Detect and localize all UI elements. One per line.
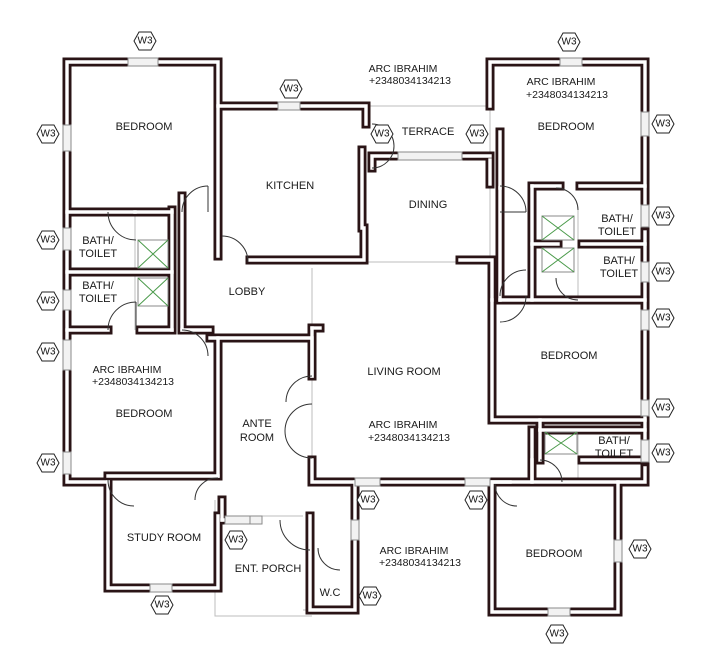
window-tag: W3	[651, 206, 675, 226]
room-bath-e2-line2: TOILET	[600, 268, 639, 280]
room-lobby: LOBBY	[229, 286, 266, 298]
room-terrace: TERRACE	[402, 126, 455, 138]
window-tag: W3	[628, 539, 652, 559]
room-wc: W.C	[320, 587, 341, 599]
svg-text:W3: W3	[656, 448, 671, 459]
note-ne-phone: +2348034134213	[526, 89, 608, 101]
note-west-phone: +2348034134213	[92, 376, 174, 388]
note-top-phone: +2348034134213	[369, 75, 451, 87]
room-dining: DINING	[409, 199, 448, 211]
svg-text:W3: W3	[284, 84, 299, 95]
note-south-name: ARC IBRAHIM	[380, 545, 449, 557]
window-tag: W3	[358, 586, 382, 606]
svg-text:W3: W3	[41, 129, 56, 140]
note-living-phone: +2348034134213	[368, 432, 450, 444]
room-bath-w1-line1: BATH/	[82, 235, 115, 247]
room-bath-w2-line1: BATH/	[82, 280, 115, 292]
window-tag: W3	[651, 398, 675, 418]
svg-text:W3: W3	[41, 458, 56, 469]
window-tag: W3	[36, 453, 60, 473]
svg-text:W3: W3	[41, 296, 56, 307]
svg-text:W3: W3	[656, 267, 671, 278]
window-tag: W3	[557, 32, 581, 52]
note-top-name: ARC IBRAHIM	[369, 63, 438, 75]
window-tag: W3	[36, 342, 60, 362]
svg-text:W3: W3	[229, 535, 244, 546]
window-tag: W3	[36, 291, 60, 311]
svg-text:W3: W3	[470, 129, 485, 140]
window-tags: W3 W3 W3 W3 W3 W3 W3 W3 W3 W3 W3 W3 W3 W…	[36, 31, 675, 644]
window-tag: W3	[465, 124, 489, 144]
note-south-phone: +2348034134213	[379, 557, 461, 569]
window-tag: W3	[224, 530, 248, 550]
svg-text:W3: W3	[155, 600, 170, 611]
room-bedroom-w: BEDROOM	[116, 408, 173, 420]
window-tag: W3	[651, 443, 675, 463]
room-ante-line2: ROOM	[240, 432, 274, 444]
window-tag: W3	[651, 114, 675, 134]
note-west-name: ARC IBRAHIM	[93, 364, 162, 376]
room-living: LIVING ROOM	[367, 366, 440, 378]
room-bedroom-ne: BEDROOM	[538, 121, 595, 133]
svg-text:W3: W3	[361, 495, 376, 506]
shower-tray-w1	[137, 239, 169, 269]
room-study: STUDY ROOM	[127, 532, 201, 544]
window-tag: W3	[464, 490, 488, 510]
svg-text:W3: W3	[550, 629, 565, 640]
shower-tray-e2	[541, 247, 575, 273]
room-bedroom-e: BEDROOM	[541, 350, 598, 362]
svg-text:W3: W3	[562, 37, 577, 48]
note-ne-name: ARC IBRAHIM	[527, 76, 596, 88]
svg-text:W3: W3	[633, 544, 648, 555]
windows	[62, 57, 650, 617]
svg-text:W3: W3	[363, 591, 378, 602]
svg-text:W3: W3	[656, 211, 671, 222]
room-bath-e3-line2: TOILET	[595, 448, 634, 460]
room-bath-e2-line1: BATH/	[603, 255, 636, 267]
window-tag: W3	[356, 490, 380, 510]
window-tag: W3	[370, 124, 394, 144]
room-ante-line1: ANTE	[242, 418, 271, 430]
window-tag: W3	[36, 124, 60, 144]
window-tag: W3	[279, 79, 303, 99]
window-tag: W3	[545, 624, 569, 644]
window-tag: W3	[36, 230, 60, 250]
wall-cores	[65, 60, 647, 614]
svg-text:W3: W3	[656, 313, 671, 324]
room-bath-w2-line2: TOILET	[79, 293, 118, 305]
window-tag: W3	[133, 31, 157, 51]
room-bath-e3-line1: BATH/	[598, 435, 631, 447]
window-tag: W3	[150, 595, 174, 615]
svg-text:W3: W3	[41, 347, 56, 358]
room-kitchen: KITCHEN	[266, 180, 314, 192]
shower-tray-e1	[541, 215, 575, 241]
doors	[107, 123, 579, 571]
note-living-name: ARC IBRAHIM	[369, 419, 438, 431]
room-bedroom-se: BEDROOM	[526, 548, 583, 560]
room-bedroom-nw: BEDROOM	[116, 121, 173, 133]
shower-tray-e3	[544, 431, 578, 455]
svg-text:W3: W3	[138, 36, 153, 47]
svg-text:W3: W3	[656, 119, 671, 130]
room-labels: BEDROOM KITCHEN TERRACE DINING BEDROOM B…	[79, 121, 639, 599]
window-tag: W3	[651, 262, 675, 282]
svg-text:W3: W3	[656, 403, 671, 414]
svg-text:W3: W3	[41, 235, 56, 246]
shower-tray-w2	[137, 277, 169, 307]
shower-trays	[137, 215, 578, 455]
room-porch: ENT. PORCH	[235, 563, 302, 575]
room-bath-e1-line2: TOILET	[598, 226, 637, 238]
window-tag: W3	[651, 308, 675, 328]
svg-text:W3: W3	[469, 495, 484, 506]
room-bath-w1-line2: TOILET	[79, 248, 118, 260]
architect-notes: ARC IBRAHIM +2348034134213 ARC IBRAHIM +…	[92, 63, 608, 569]
svg-text:W3: W3	[375, 129, 390, 140]
room-bath-e1-line1: BATH/	[601, 213, 634, 225]
